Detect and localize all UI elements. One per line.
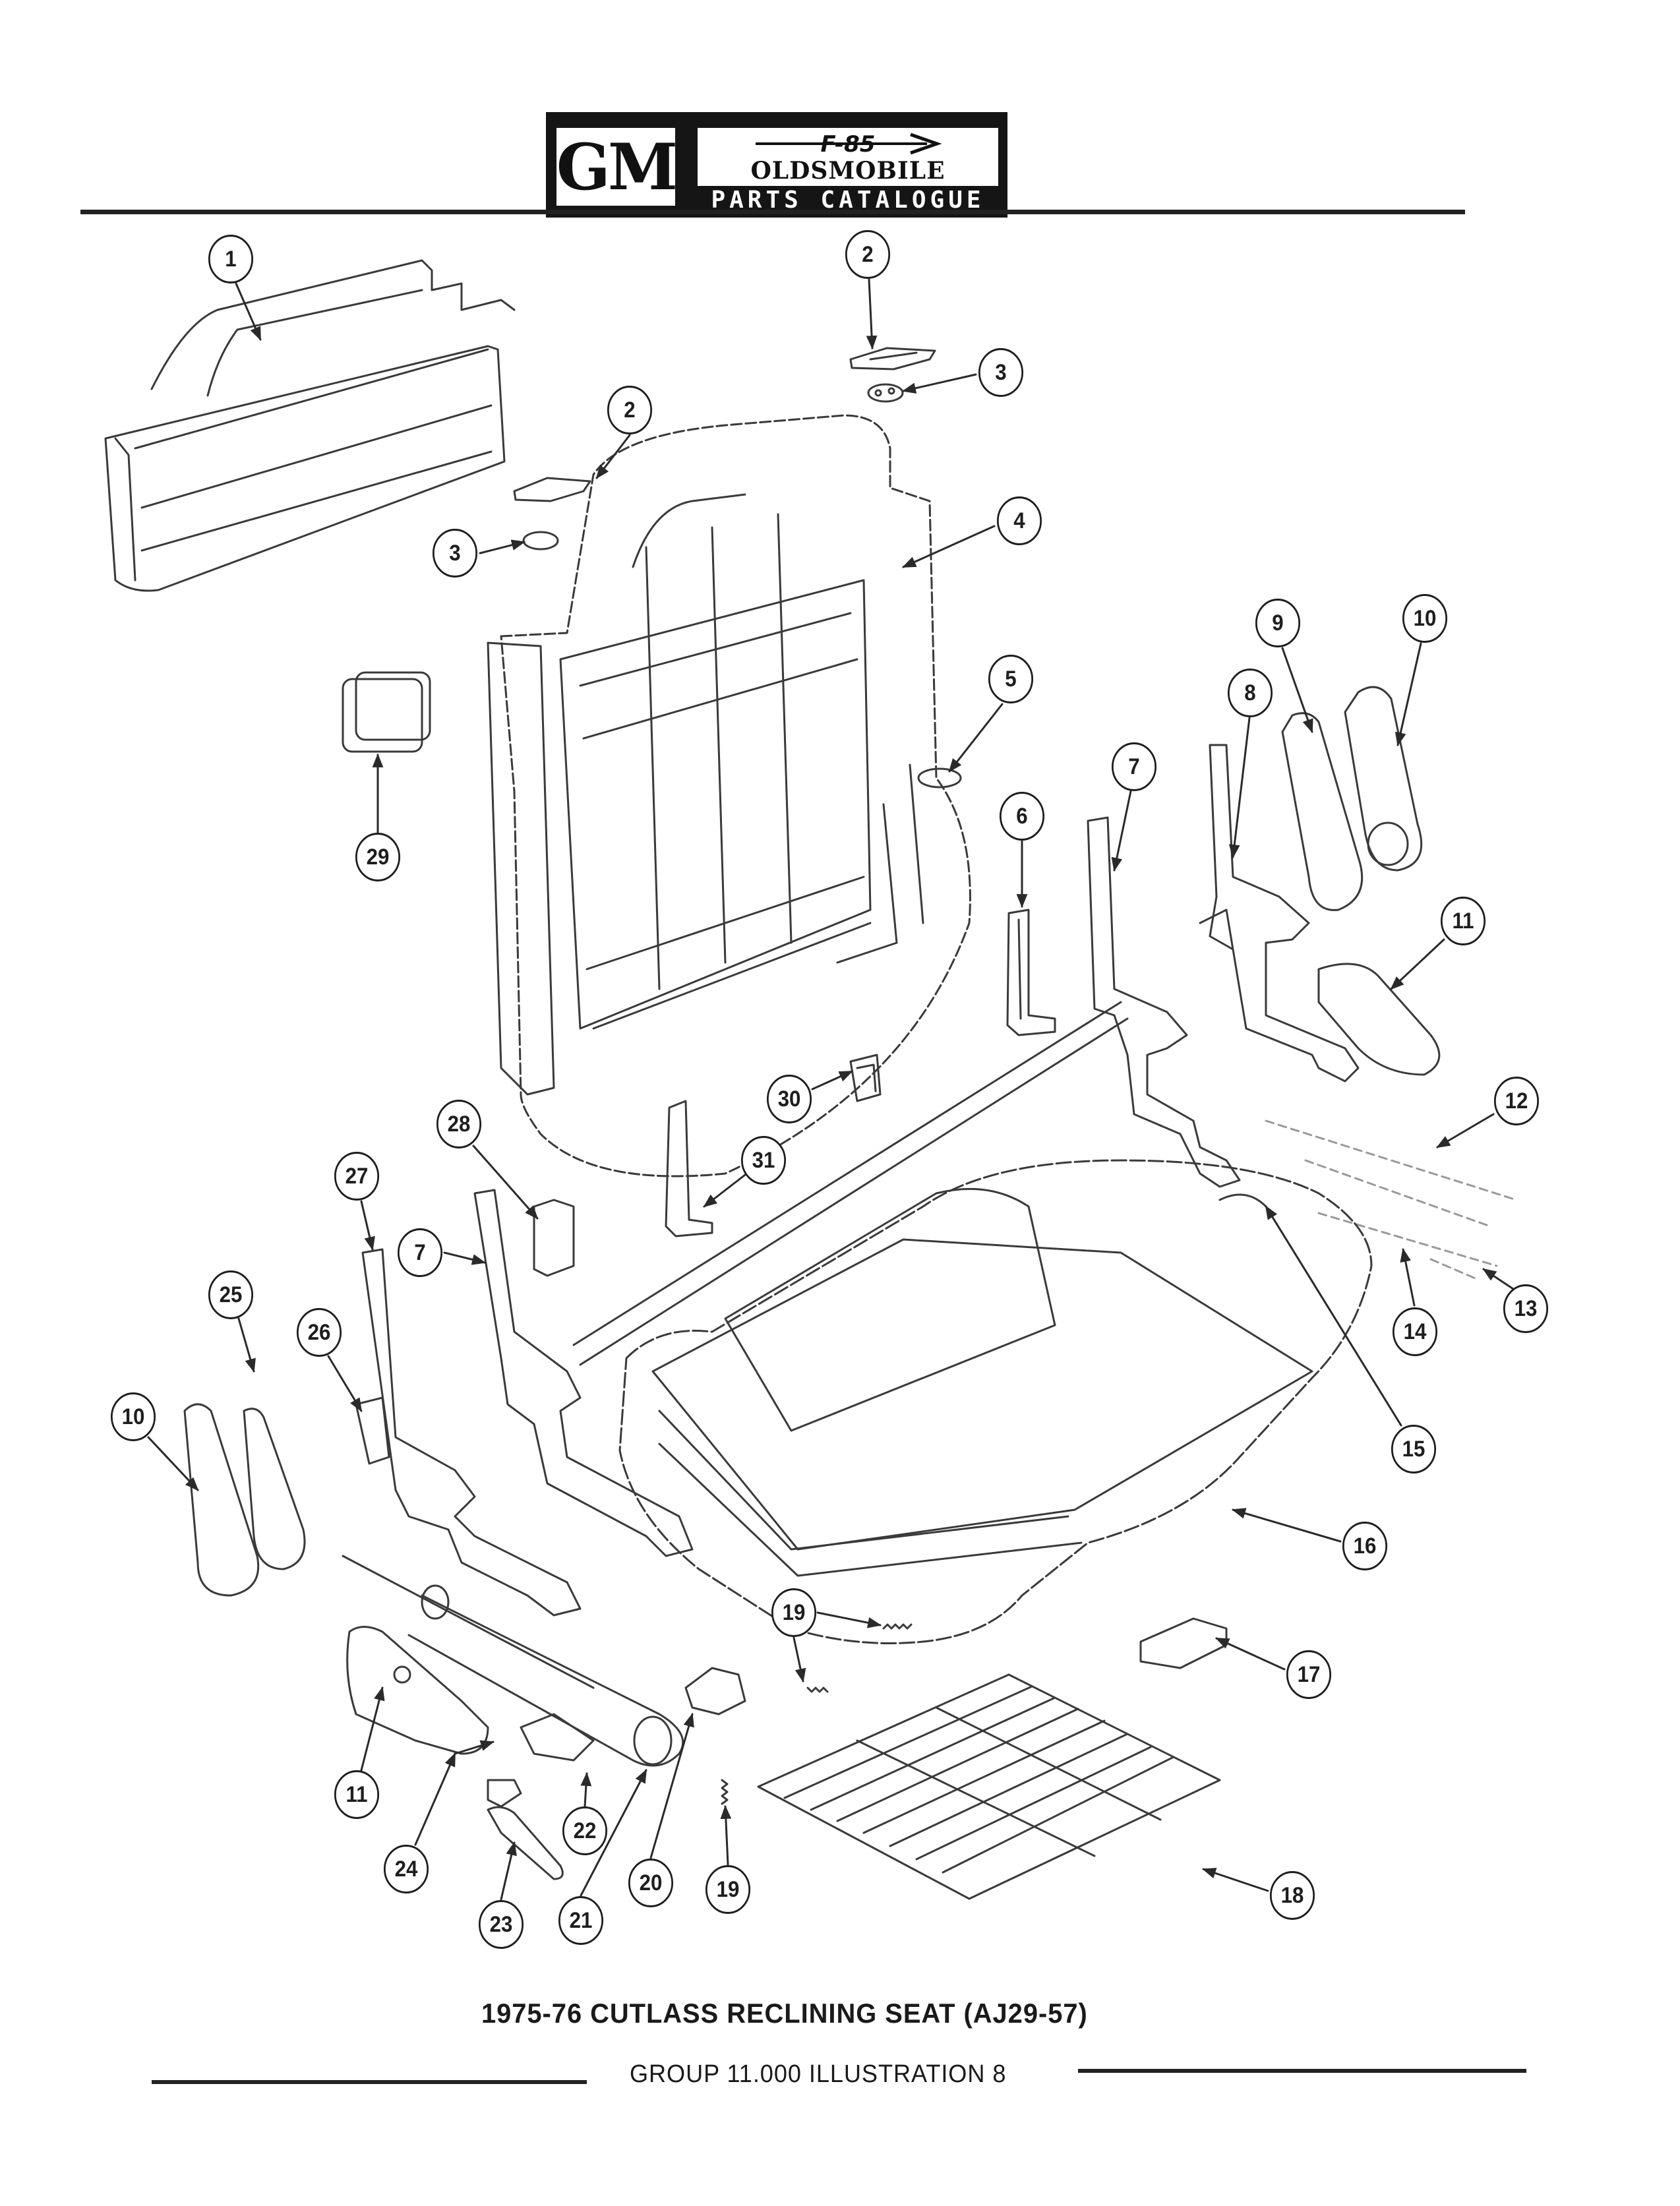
footer-rule-left xyxy=(152,2080,587,2084)
callout-24: 24 xyxy=(383,1845,429,1893)
callout-10-left: 10 xyxy=(110,1392,156,1441)
callout-28: 28 xyxy=(436,1100,482,1148)
part-cross-tube xyxy=(572,1001,1129,1366)
part-seat-frame xyxy=(618,1159,1373,1644)
callout-3-mid: 3 xyxy=(432,529,478,578)
callout-21: 21 xyxy=(558,1896,604,1945)
callout-6: 6 xyxy=(999,792,1045,841)
callout-25: 25 xyxy=(208,1270,254,1319)
callout-22: 22 xyxy=(562,1806,608,1855)
part-17-bracket xyxy=(1139,1617,1228,1669)
oldsmobile-badge: F-85 OLDSMOBILE xyxy=(698,128,998,186)
callout-19-top: 19 xyxy=(771,1588,817,1637)
callout-4: 4 xyxy=(996,496,1042,545)
part-29-trim xyxy=(342,671,431,753)
parts-catalogue-logo: GM F-85 OLDSMOBILE PARTS CATALOGUE xyxy=(546,112,1007,218)
callout-12: 12 xyxy=(1493,1077,1540,1125)
group-illustration-label: GROUP 11.000 ILLUSTRATION 8 xyxy=(630,2060,1007,2088)
part-11-cover-right xyxy=(1317,963,1441,1076)
callout-5: 5 xyxy=(988,655,1034,703)
part-12-14-rails xyxy=(1265,1119,1518,1280)
part-escutcheon-mid xyxy=(513,477,591,551)
callout-26: 26 xyxy=(296,1308,342,1357)
part-seatback-frame xyxy=(487,414,971,1178)
part-7-recliner-arm-right xyxy=(1087,816,1241,1188)
part-left-levers xyxy=(183,1189,694,1617)
callout-2-top: 2 xyxy=(845,230,891,279)
gm-logo: GM xyxy=(556,128,678,206)
part-brackets xyxy=(533,909,1056,1277)
part-escutcheon-top xyxy=(849,347,936,403)
illustration-caption: 1975-76 CUTLASS RECLINING SEAT (AJ29-57) xyxy=(481,1998,1088,2029)
callout-11-right: 11 xyxy=(1440,897,1486,945)
callout-15: 15 xyxy=(1391,1425,1437,1474)
callout-2-mid: 2 xyxy=(607,386,653,434)
callout-14: 14 xyxy=(1392,1307,1438,1356)
callout-17: 17 xyxy=(1286,1650,1332,1699)
model-name: F-85 xyxy=(821,131,876,157)
callout-19-bottom: 19 xyxy=(705,1865,751,1914)
part-headrest-panel xyxy=(104,259,516,592)
callout-27: 27 xyxy=(334,1152,380,1201)
part-18-spring-grid xyxy=(757,1673,1221,1900)
callout-23: 23 xyxy=(478,1900,524,1949)
part-5-button xyxy=(917,767,962,789)
brand-name: OLDSMOBILE xyxy=(750,157,945,185)
callout-30: 30 xyxy=(766,1075,812,1123)
part-19-springs xyxy=(721,1623,913,1805)
callout-7-right: 7 xyxy=(1111,742,1157,791)
callout-16: 16 xyxy=(1342,1522,1388,1570)
leader-lines xyxy=(147,278,1515,1901)
callout-1: 1 xyxy=(208,235,254,283)
callout-10-right: 10 xyxy=(1402,594,1448,643)
part-10-lever-right xyxy=(1344,686,1423,872)
callout-3-top: 3 xyxy=(978,348,1024,397)
header-rule xyxy=(80,210,1465,214)
callout-20: 20 xyxy=(628,1859,674,1907)
rocket-arrow-icon: F-85 xyxy=(756,131,942,157)
callout-9: 9 xyxy=(1255,599,1301,647)
callout-7-left: 7 xyxy=(397,1228,443,1277)
callout-11-left: 11 xyxy=(334,1770,380,1819)
footer-rule-right xyxy=(1078,2069,1526,2073)
f85-rocket-mark: F-85 xyxy=(698,131,998,157)
callout-31: 31 xyxy=(740,1136,787,1185)
part-bottom-recliner xyxy=(342,1555,746,1880)
part-8-bracket-right xyxy=(1199,744,1360,1083)
part-9-lever xyxy=(1281,712,1364,911)
callout-18: 18 xyxy=(1269,1871,1315,1920)
callout-13: 13 xyxy=(1503,1284,1549,1333)
callout-8: 8 xyxy=(1227,669,1273,717)
callout-29: 29 xyxy=(355,833,401,881)
catalogue-title: PARTS CATALOGUE xyxy=(711,187,985,214)
